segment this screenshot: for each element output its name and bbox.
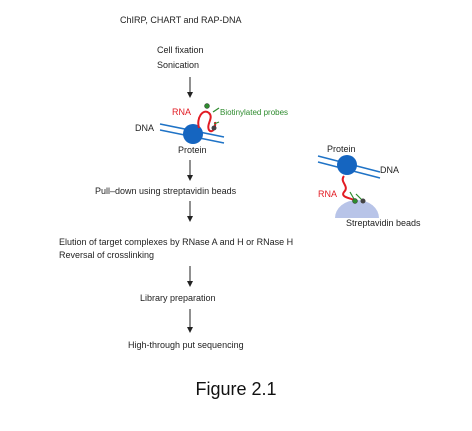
probes-label: Biotinylated probes [220, 108, 289, 117]
biotin-dot-4 [360, 198, 366, 204]
dna-label-1: DNA [135, 123, 155, 133]
step-sequencing: High-through put sequencing [128, 340, 244, 350]
protein-label-2: Protein [327, 144, 356, 154]
probe-line-4 [355, 193, 363, 201]
step-cell-fixation: Cell fixation [157, 45, 204, 55]
figure-caption: Figure 2.1 [195, 379, 277, 399]
step-elution: Elution of target complexes by RNase A a… [59, 237, 294, 247]
probe-line-1 [212, 107, 220, 113]
streptavidin-bead [335, 200, 379, 218]
rna-label-1: RNA [172, 107, 192, 117]
step-pulldown: Pull–down using streptavidin beads [95, 186, 237, 196]
rna-label-2: RNA [318, 189, 338, 199]
biotin-dot-2 [211, 125, 217, 131]
dna-label-2: DNA [380, 165, 400, 175]
step-library: Library preparation [140, 293, 216, 303]
probe-line-2 [213, 121, 220, 125]
beads-label: Streptavidin beads [346, 218, 421, 228]
biotin-dot-3 [352, 198, 358, 204]
biotin-dot-1 [204, 103, 210, 109]
diagram-title: ChIRP, CHART and RAP-DNA [120, 15, 242, 25]
step-sonication: Sonication [157, 60, 200, 70]
protein-2 [337, 155, 357, 175]
protein-1 [183, 124, 203, 144]
complex-1-illustration [159, 103, 225, 144]
probe-line-3 [349, 191, 355, 200]
step-reversal: Reversal of crosslinking [59, 250, 155, 260]
protein-label-1: Protein [178, 145, 207, 155]
complex-2-illustration [317, 155, 381, 218]
rna-2 [341, 175, 355, 201]
